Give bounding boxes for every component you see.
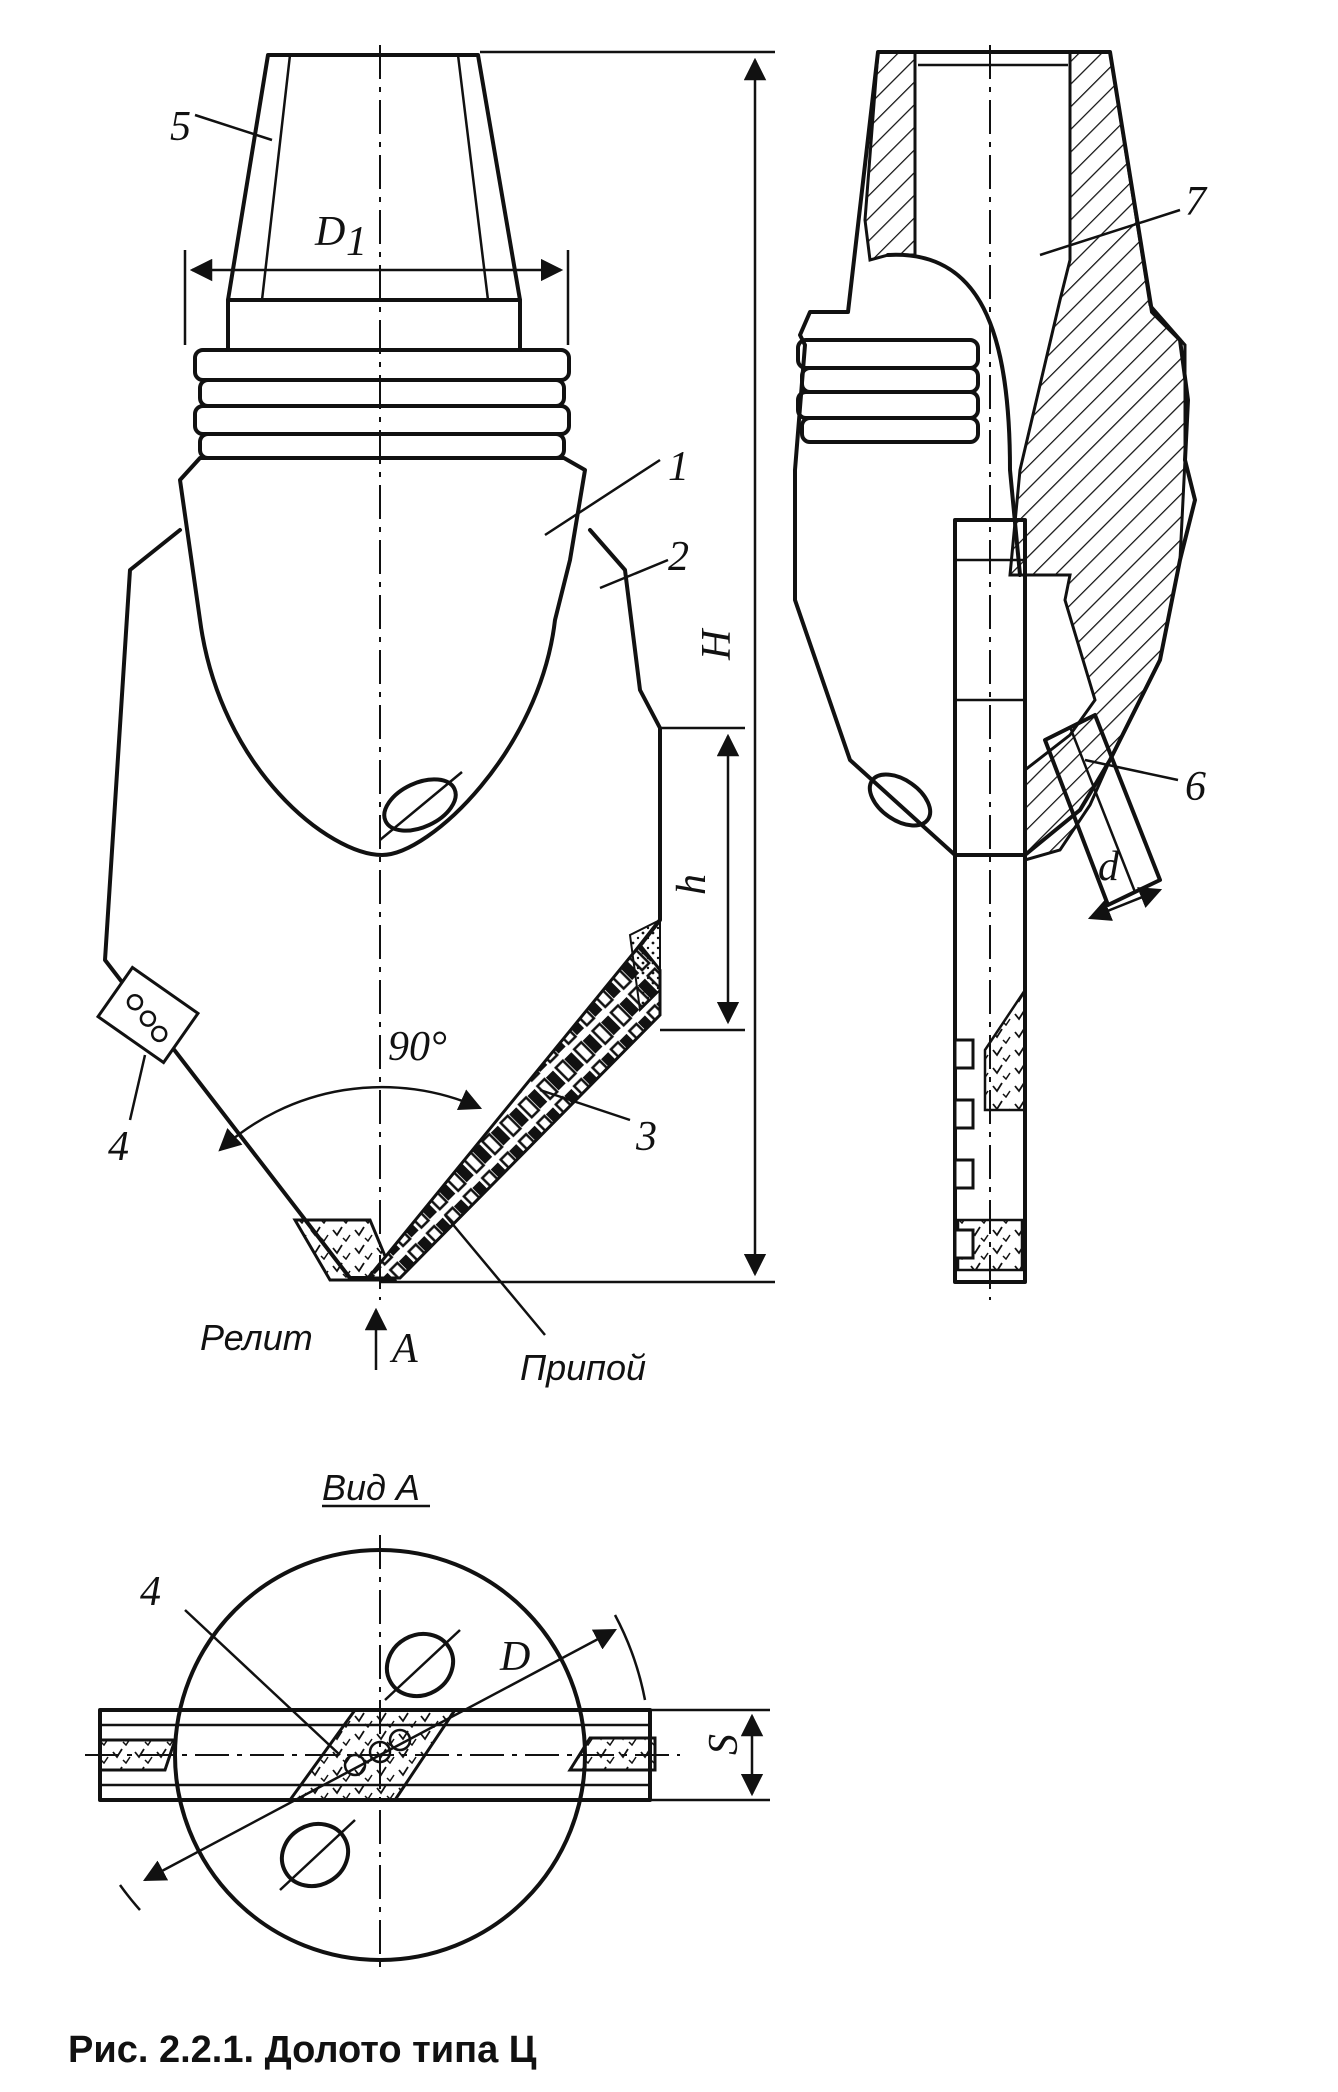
blade <box>103 528 662 1280</box>
label-pripoi: Припой <box>520 1347 646 1388</box>
flush-hole <box>382 777 458 833</box>
dimension-d <box>1087 887 1163 921</box>
hardfacing-teeth <box>364 942 662 1280</box>
label-angle: 90° <box>388 1024 447 1070</box>
insert-left <box>95 965 201 1065</box>
label-d1-sub: 1 <box>346 219 367 265</box>
label-4-view: 4 <box>140 1569 161 1615</box>
angle-arc <box>218 1085 483 1152</box>
label-relit: Релит <box>200 1317 313 1358</box>
nozzle <box>1043 713 1162 907</box>
side-section-view <box>793 45 1197 1300</box>
front-view <box>95 45 775 1370</box>
relit-tip <box>292 1218 398 1282</box>
dimension-D <box>143 1628 617 1882</box>
shank-taper <box>226 53 522 302</box>
label-6: 6 <box>1185 764 1206 810</box>
label-h: h <box>669 874 715 895</box>
view-a <box>85 1504 770 1975</box>
label-H: H <box>694 627 740 661</box>
thread-rings <box>193 298 571 460</box>
bit-body-dome <box>178 456 587 857</box>
label-D: D <box>499 1634 530 1680</box>
label-S: S <box>701 1734 747 1755</box>
label-2: 2 <box>668 534 689 580</box>
blade-strip <box>953 518 1027 1284</box>
label-1: 1 <box>668 444 689 490</box>
figure-caption: Рис. 2.2.1. Долото типа Ц <box>68 2029 537 2071</box>
label-5: 5 <box>170 104 191 150</box>
label-4: 4 <box>108 1124 129 1170</box>
label-d1: D <box>314 209 345 255</box>
view-title: Вид А <box>322 1467 420 1508</box>
hatched-wall-right <box>1008 50 1187 862</box>
label-7: 7 <box>1185 179 1208 225</box>
label-d: d <box>1098 844 1120 890</box>
label-arrow-a: A <box>389 1326 418 1372</box>
label-3: 3 <box>635 1114 657 1160</box>
